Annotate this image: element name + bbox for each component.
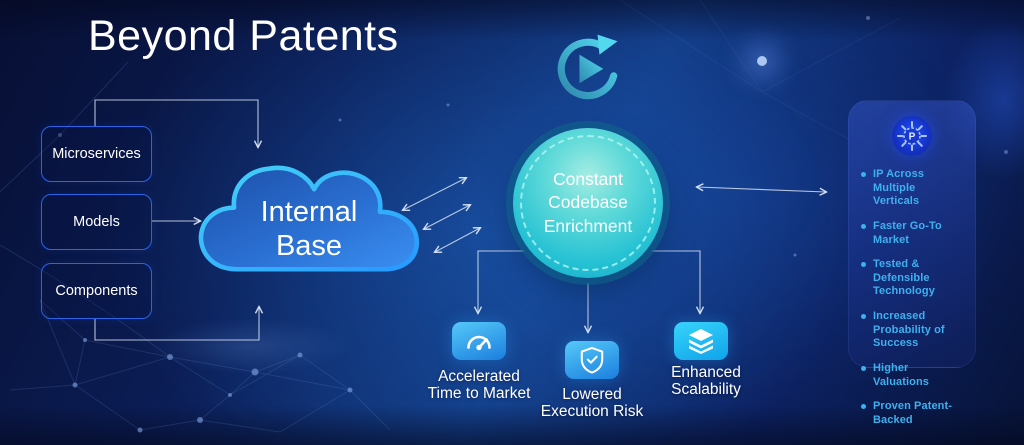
- cloud-label-line1: Internal: [260, 196, 358, 228]
- bullet-dot: [861, 404, 866, 410]
- source-box-label: Components: [55, 283, 138, 299]
- benefit-label: Increased Probability of Success: [873, 310, 945, 350]
- outcome-label-line: Scalability: [671, 380, 741, 398]
- layers-icon: [689, 329, 713, 354]
- page-title: Beyond Patents: [88, 12, 399, 60]
- source-box-label: Microservices: [52, 146, 141, 162]
- benefit-item: Proven Patent-Backed: [861, 400, 963, 427]
- source-box-models: Models: [41, 194, 152, 250]
- cloud-label: Internal Base: [193, 196, 425, 264]
- hub-label: Constant Codebase Enrichment: [544, 168, 633, 237]
- shield-check-tile: [565, 341, 619, 379]
- benefit-label: IP Across Multiple Verticals: [873, 168, 925, 208]
- benefit-label: Tested & Defensible Technology: [873, 258, 935, 298]
- benefit-label: Proven Patent-Backed: [873, 400, 953, 426]
- source-box-label: Models: [73, 214, 120, 230]
- benefit-item: Higher Valuations: [861, 362, 963, 389]
- benefit-item: IP Across Multiple Verticals: [861, 168, 963, 209]
- bullet-dot: [861, 314, 866, 319]
- outcome-label-enhanced: Enhanced Scalability: [631, 364, 781, 398]
- bullet-dot: [861, 365, 866, 371]
- bullet-dot: [861, 172, 866, 177]
- outcome-label-accelerated: Accelerated Time to Market: [404, 368, 554, 402]
- outcome-label-line: Lowered: [562, 386, 622, 403]
- benefit-label: Higher Valuations: [873, 361, 930, 388]
- outcome-label-line: Accelerated: [438, 368, 520, 385]
- streak-glow-decoration: [150, 318, 350, 374]
- bullet-dot: [861, 262, 866, 268]
- benefit-label: Faster Go-To Market: [873, 219, 942, 246]
- outcome-label-line: Enhanced: [671, 364, 741, 381]
- outcome-label-line: Time to Market: [427, 384, 531, 402]
- benefit-item: Tested & Defensible Technology: [861, 258, 963, 299]
- benefit-item: Faster Go-To Market: [861, 220, 963, 247]
- layers-tile: [674, 322, 728, 360]
- benefits-panel: P IP Across Multiple Verticals Faster Go…: [848, 100, 976, 426]
- bullet-dot: [861, 223, 866, 229]
- spark-glow-decoration: [757, 56, 767, 66]
- benefit-item: Increased Probability of Success: [861, 310, 963, 351]
- speedometer-tile: [452, 322, 506, 360]
- outcome-label-lowered: Lowered Execution Risk: [517, 386, 667, 420]
- refresh-play-icon: [557, 34, 618, 100]
- hub-circle: Constant Codebase Enrichment: [513, 128, 663, 278]
- patent-gear-icon: P: [892, 116, 932, 156]
- shield-check-icon: [580, 346, 604, 374]
- source-box-microservices: Microservices: [41, 126, 152, 182]
- outcome-label-line: Execution Risk: [540, 402, 644, 420]
- hub-label-line2: Codebase: [548, 192, 628, 213]
- source-box-components: Components: [41, 263, 152, 319]
- benefit-list: IP Across Multiple Verticals Faster Go-T…: [861, 168, 963, 438]
- cloud-label-line2: Base: [275, 229, 343, 262]
- hub-label-line3: Enrichment: [543, 215, 633, 236]
- patent-icon-letter: P: [909, 132, 916, 143]
- speedometer-icon: [467, 335, 491, 351]
- hub-label-line1: Constant: [552, 169, 624, 190]
- cloud-icon: [198, 165, 420, 272]
